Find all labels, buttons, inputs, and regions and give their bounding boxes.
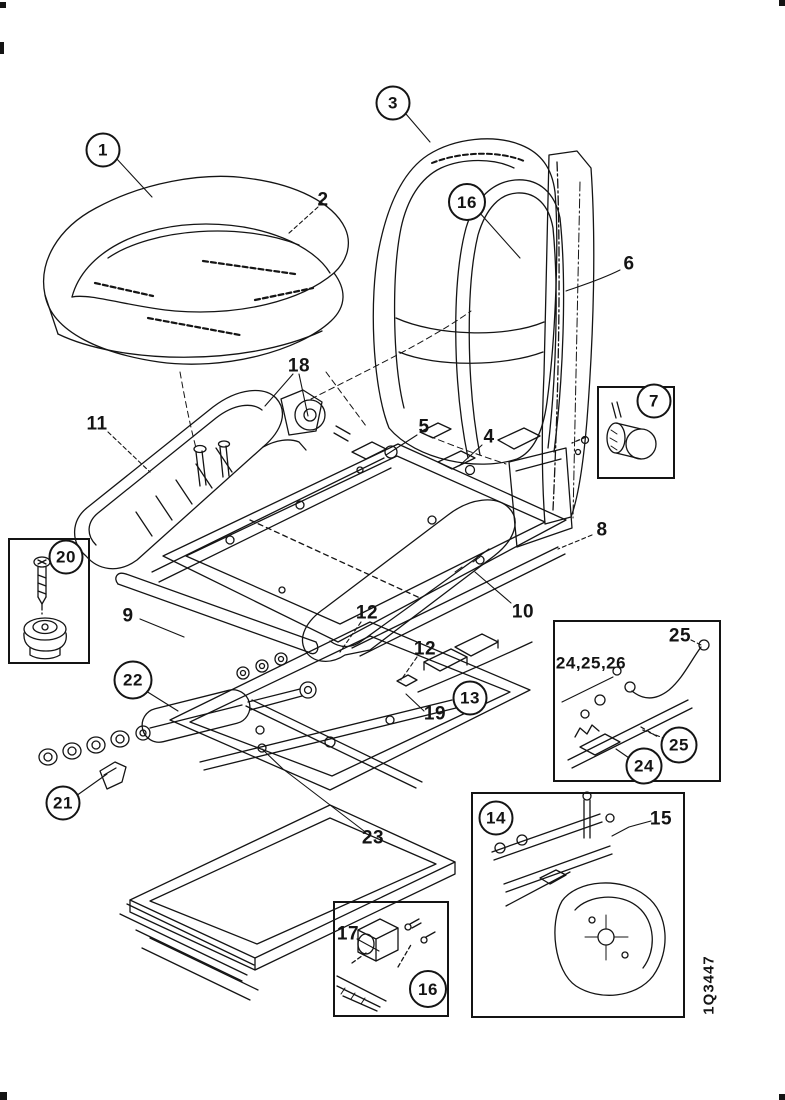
callout-25-circled: 25 <box>660 726 698 764</box>
callout-23: 23 <box>361 827 385 849</box>
scan-mark <box>779 0 785 6</box>
callout-20: 20 <box>48 539 84 575</box>
detail-17-switch-block <box>336 918 436 1012</box>
scan-mark <box>0 42 4 54</box>
detail-box-14-15 <box>471 792 685 1018</box>
callout-24: 24 <box>625 747 663 785</box>
callout-6: 6 <box>623 253 635 275</box>
rear-flap-panel <box>508 447 573 548</box>
seat-pan-frame <box>151 422 567 657</box>
callout-24-25-26: 24,25,26 <box>555 653 627 673</box>
detail-7-knob <box>606 401 657 460</box>
callout-1: 1 <box>85 132 121 168</box>
seat-cushion <box>43 175 349 365</box>
callout-14: 14 <box>478 800 514 836</box>
callout-9: 9 <box>122 605 134 627</box>
callout-2: 2 <box>317 189 329 211</box>
callout-16-backrest: 16 <box>448 183 486 221</box>
callout-3: 3 <box>375 85 411 121</box>
callout-21: 21 <box>45 785 81 821</box>
callout-11: 11 <box>86 413 108 435</box>
slide-rail-parts <box>396 633 533 693</box>
detail-24-cable-assembly <box>567 639 710 769</box>
front-trim-bar <box>115 572 319 655</box>
detail-box-20 <box>8 538 90 664</box>
scan-mark <box>779 1094 785 1100</box>
backrest <box>372 138 558 465</box>
callout-22: 22 <box>113 660 153 700</box>
callout-17: 17 <box>336 923 360 945</box>
callout-18: 18 <box>287 355 311 377</box>
callout-13: 13 <box>452 680 488 716</box>
leader-lines <box>75 113 702 952</box>
alignment-lines <box>179 181 581 519</box>
detail-box-7 <box>597 386 675 479</box>
scan-mark <box>0 2 6 8</box>
recliner-hinge <box>280 389 587 476</box>
shock-absorber <box>38 652 317 766</box>
detail-14-linkage <box>491 791 666 996</box>
callout-15: 15 <box>649 808 673 830</box>
callout-19: 19 <box>423 703 447 725</box>
armrest <box>74 389 307 570</box>
callout-8: 8 <box>596 519 608 541</box>
callout-7: 7 <box>636 383 672 419</box>
callout-16-box: 16 <box>409 970 447 1008</box>
drawing-code: 1Q3447 <box>700 955 718 1015</box>
callout-12-upper: 12 <box>355 602 379 624</box>
detail-box-16-17 <box>333 901 449 1017</box>
backrest-frame-hoop <box>455 179 565 459</box>
callout-4: 4 <box>483 426 495 448</box>
callout-12-lower: 12 <box>413 638 437 660</box>
suspension-frame <box>99 621 531 1001</box>
callout-5: 5 <box>418 416 430 438</box>
side-shield <box>301 499 516 662</box>
scan-mark <box>0 1092 7 1100</box>
callout-25-top: 25 <box>668 625 692 647</box>
callout-10: 10 <box>511 601 535 623</box>
